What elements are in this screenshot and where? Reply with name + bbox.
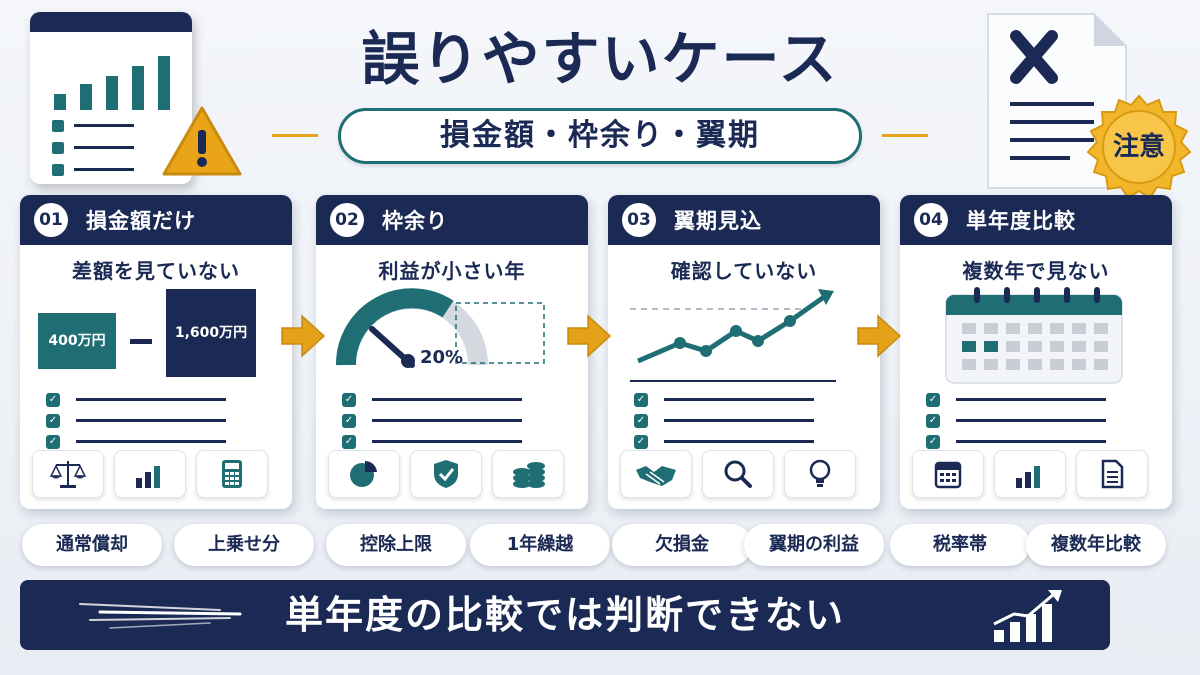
keyword-pills: 通常償却 上乗せ分 控除上限 1年繰越 欠損金 翼期の利益 税率帯 複数年比較	[22, 524, 1182, 568]
gauge-visual: 20%	[316, 285, 588, 385]
card-header: 03 翼期見込	[608, 195, 880, 245]
checklist: ✓ ✓ ✓	[926, 389, 1106, 452]
card-title: 損金額だけ	[86, 209, 196, 233]
keyword-pill: 翼期の利益	[744, 524, 884, 566]
card-subtitle: 複数年で見ない	[962, 259, 1110, 283]
amount-comparison: 400万円 1,600万円	[20, 285, 292, 385]
magnifier-icon	[702, 450, 774, 498]
trend-visual	[608, 285, 880, 385]
calculator-icon	[196, 450, 268, 498]
arrow-right-icon	[567, 314, 612, 358]
gauge-percent: 20%	[420, 347, 464, 368]
arrow-right-icon	[857, 314, 902, 358]
pie-chart-icon	[328, 450, 400, 498]
calendar-icon	[912, 450, 984, 498]
bar-chart-icon	[994, 450, 1066, 498]
coins-icon	[492, 450, 564, 498]
keyword-pill: 控除上限	[326, 524, 466, 566]
shield-check-icon	[410, 450, 482, 498]
arrow-right-icon	[281, 314, 326, 358]
subtitle-right-line	[882, 134, 928, 137]
card-title: 枠余り	[382, 209, 448, 233]
caution-seal-label: 注意	[1112, 132, 1165, 162]
keyword-pill: 1年繰越	[470, 524, 610, 566]
page-title: 誤りやすいケース	[361, 25, 839, 93]
warning-icon	[162, 106, 242, 176]
keyword-pill: 通常償却	[22, 524, 162, 566]
growth-chart-icon	[993, 590, 1062, 642]
subtitle-pill: 損金額・枠余り・翼期	[338, 108, 862, 164]
handshake-icon	[620, 450, 692, 498]
checklist: ✓ ✓ ✓	[342, 389, 522, 452]
card-title: 翼期見込	[674, 209, 762, 233]
card-subtitle: 利益が小さい年	[378, 259, 526, 283]
subtitle-left-line	[272, 134, 318, 137]
keyword-pill: 上乗せ分	[174, 524, 314, 566]
case-card-4: 04 単年度比較 複数年で見ない ✓ ✓ ✓	[900, 195, 1172, 509]
checklist: ✓ ✓ ✓	[46, 389, 226, 452]
card-number: 04	[914, 203, 948, 237]
card-header: 02 枠余り	[316, 195, 588, 245]
document-icon	[1076, 450, 1148, 498]
conclusion-banner: 単年度の比較では判断できない	[20, 580, 1110, 650]
case-card-1: 01 損金額だけ 差額を見ていない 400万円 1,600万円 ✓ ✓ ✓	[20, 195, 292, 509]
keyword-pill: 欠損金	[612, 524, 752, 566]
card-header: 01 損金額だけ	[20, 195, 292, 245]
subtitle-row: 損金額・枠余り・翼期	[0, 108, 1200, 164]
amount-small-box: 400万円	[38, 313, 116, 369]
scale-icon	[32, 450, 104, 498]
amount-large-box: 1,600万円	[166, 289, 256, 377]
card-header: 04 単年度比較	[900, 195, 1172, 245]
lightbulb-icon	[784, 450, 856, 498]
card-title: 単年度比較	[966, 209, 1076, 233]
checklist: ✓ ✓ ✓	[634, 389, 814, 452]
report-document-icon	[30, 12, 192, 184]
keyword-pill: 税率帯	[890, 524, 1030, 566]
speed-lines-icon	[79, 603, 242, 629]
keyword-pill: 複数年比較	[1026, 524, 1166, 566]
caution-seal-icon	[1086, 94, 1192, 200]
card-number: 01	[34, 203, 68, 237]
rejected-document-icon	[987, 13, 1127, 189]
card-number: 02	[330, 203, 364, 237]
case-card-3: 03 翼期見込 確認していない ✓ ✓ ✓	[608, 195, 880, 509]
conclusion-text: 単年度の比較では判断できない	[284, 593, 845, 637]
minus-icon	[130, 339, 152, 344]
bar-chart-icon	[114, 450, 186, 498]
calendar-visual	[900, 285, 1172, 385]
card-subtitle: 差額を見ていない	[72, 259, 240, 283]
card-subtitle: 確認していない	[670, 259, 818, 283]
card-number: 03	[622, 203, 656, 237]
case-card-2: 02 枠余り 利益が小さい年 20% ✓ ✓ ✓	[316, 195, 588, 509]
